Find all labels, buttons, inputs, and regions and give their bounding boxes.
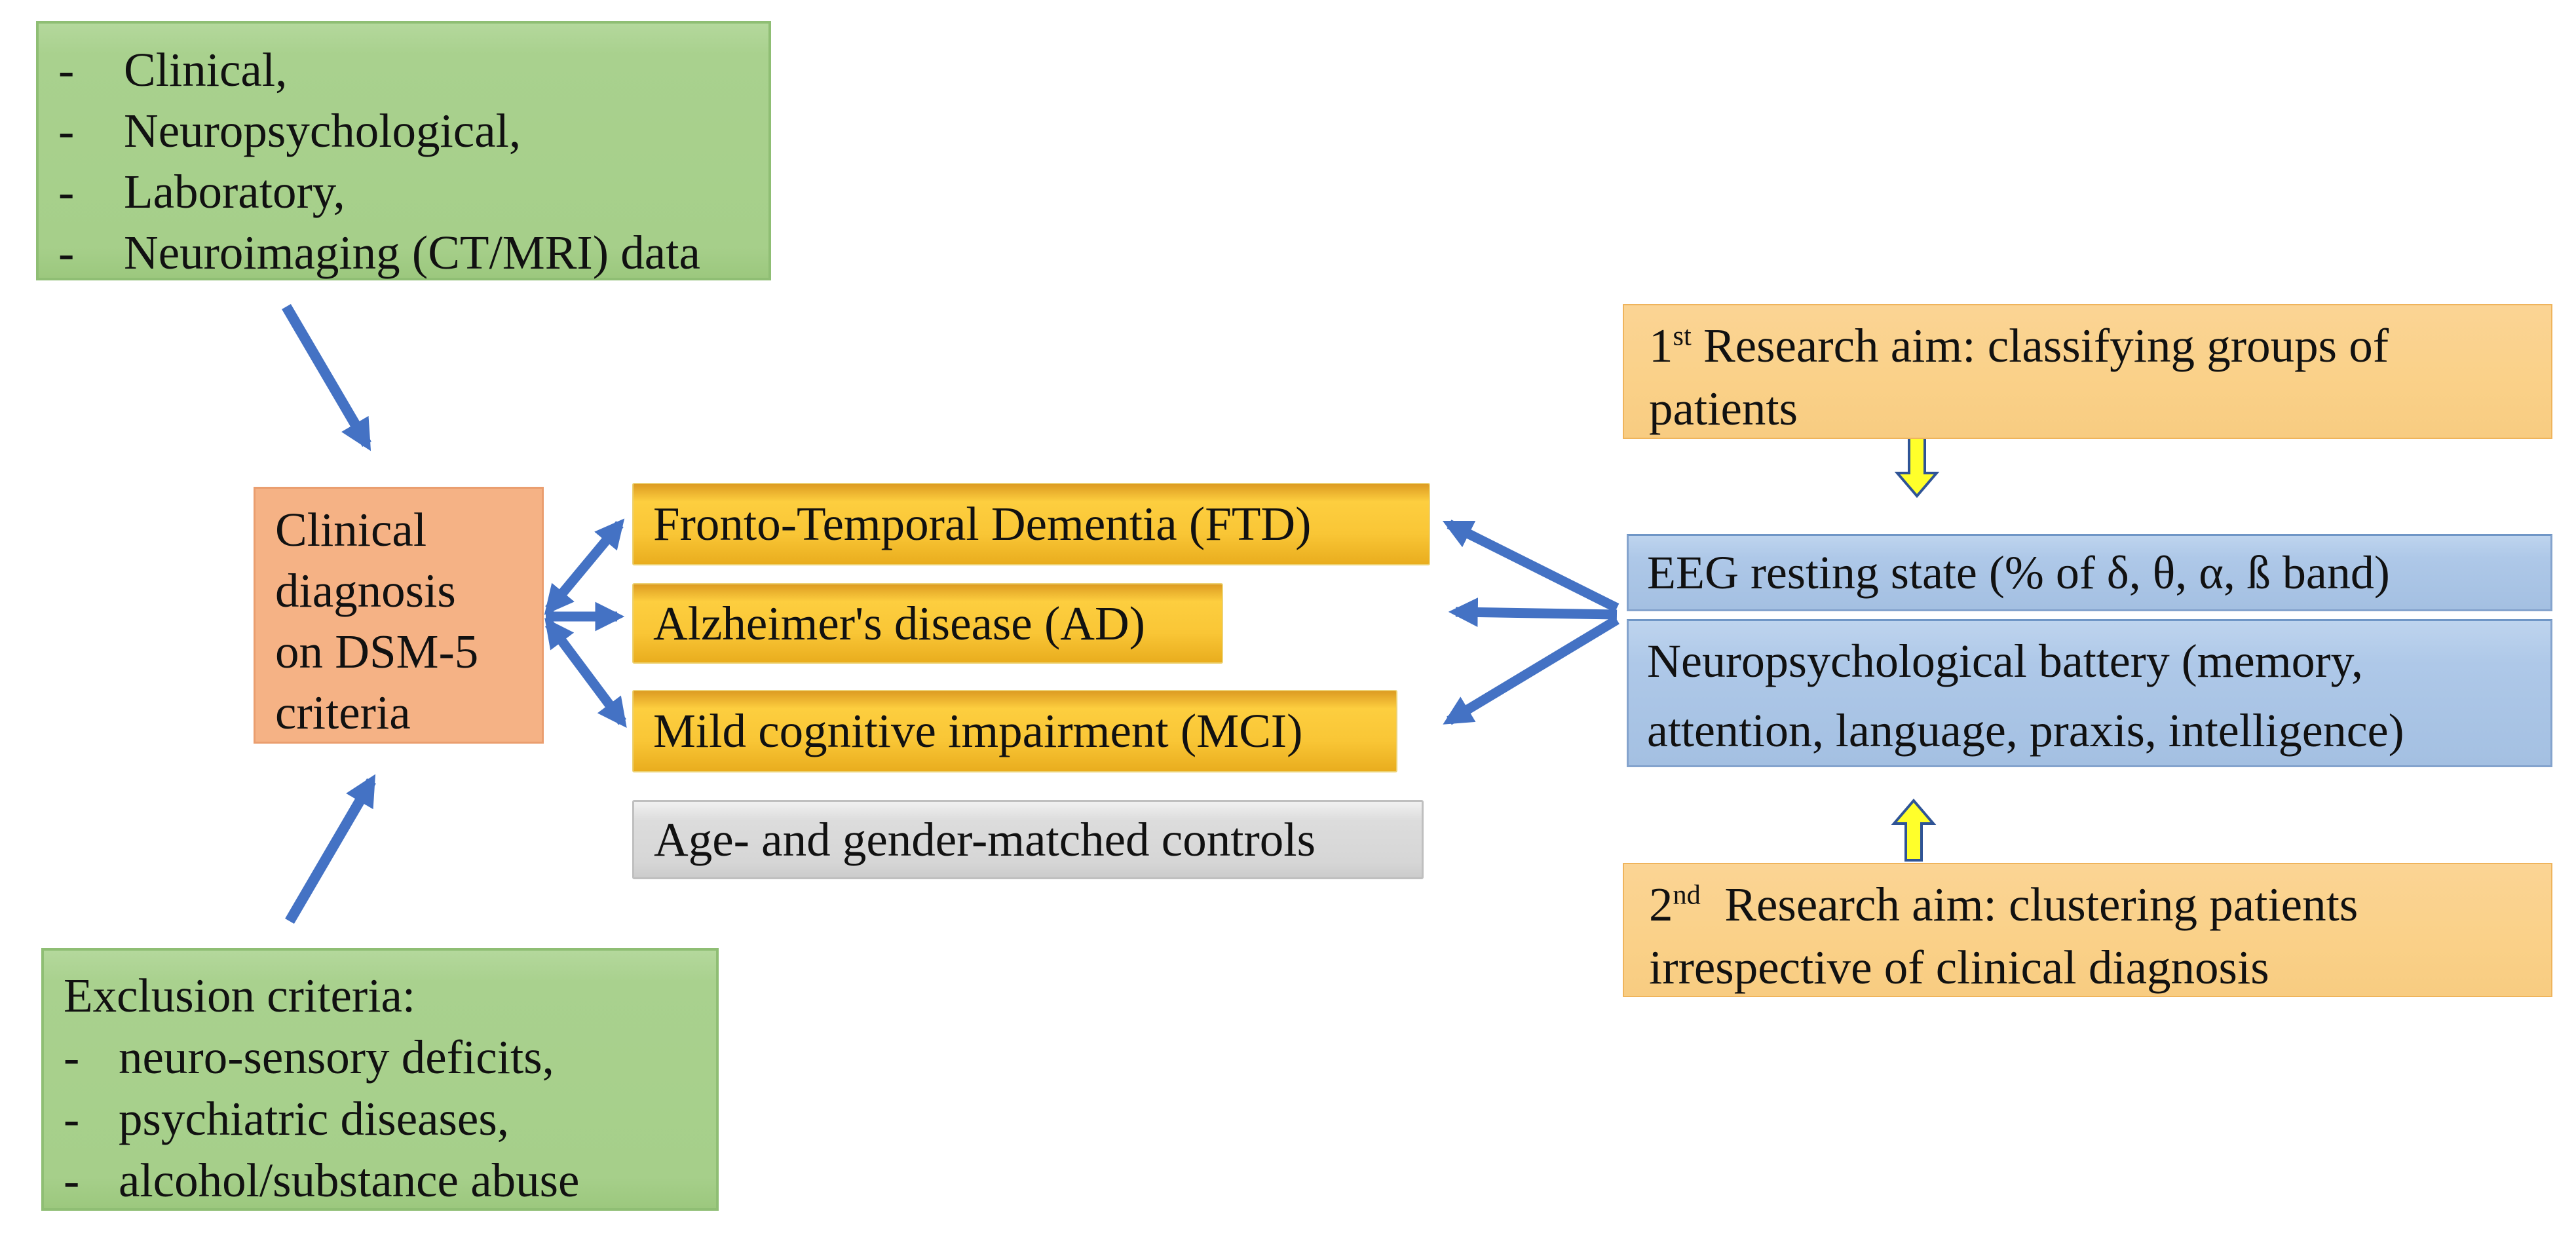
arrow-aim2-up [1891, 798, 1937, 862]
inclusion-line-text: Laboratory, [124, 165, 345, 218]
diagnosis-line: Clinical [275, 503, 427, 556]
aim1-text: Research aim: classifying groups of [1691, 319, 2389, 372]
group-box-ad-label: Alzheimer's disease (AD) [653, 596, 1145, 650]
eeg-box-label: EEG resting state (% of δ, θ, α, ß band) [1647, 546, 2390, 599]
arrow-diagnosis-mci [544, 617, 627, 729]
exclusion-line: - neuro-sensory deficits, [64, 1027, 710, 1088]
bullet-dash: - [58, 104, 75, 157]
bullet-dash: - [58, 226, 75, 279]
aim1-number: 1 [1649, 319, 1673, 372]
exclusion-line: - alcohol/substance abuse [64, 1150, 710, 1211]
bullet-dash: - [64, 1092, 80, 1145]
controls-box: Age- and gender-matched controls [632, 800, 1424, 879]
exclusion-criteria-box: Exclusion criteria: - neuro-sensory defi… [41, 948, 719, 1211]
neuropsych-battery-box: Neuropsychological battery (memory, atte… [1627, 619, 2552, 767]
controls-box-label: Age- and gender-matched controls [654, 812, 1316, 866]
diagnosis-line: diagnosis [275, 564, 456, 617]
inclusion-line-text: Neuropsychological, [124, 104, 521, 157]
inclusion-line: - Neuropsychological, [58, 100, 762, 161]
group-box-ftd: Fronto-Temporal Dementia (FTD) [632, 483, 1430, 565]
aim1-line1: 1st Research aim: classifying groups of [1649, 314, 2545, 377]
inclusion-data-box: - Clinical, - Neuropsychological, - Labo… [36, 21, 771, 280]
inclusion-line-text: Clinical, [124, 43, 288, 96]
inclusion-line: - Laboratory, [58, 161, 762, 222]
group-box-mci: Mild cognitive impairment (MCI) [632, 690, 1397, 772]
arrow-diagnosis-ftd [544, 518, 625, 615]
neuropsych-line2: attention, language, praxis, intelligenc… [1647, 704, 2404, 757]
eeg-box: EEG resting state (% of δ, θ, α, ß band) [1627, 534, 2552, 611]
neuropsych-line1: Neuropsychological battery (memory, [1647, 635, 2363, 687]
arrow-assessments-ftd [1442, 520, 1619, 613]
arrow-assessments-ad [1448, 598, 1618, 628]
bullet-dash: - [58, 43, 75, 96]
exclusion-title: Exclusion criteria: [64, 969, 416, 1022]
research-aim2-box: 2nd Research aim: clustering patients ir… [1623, 863, 2552, 997]
exclusion-line-text: alcohol/substance abuse [119, 1154, 580, 1207]
bullet-dash: - [64, 1154, 80, 1207]
exclusion-line: - psychiatric diseases, [64, 1088, 710, 1150]
aim2-text: Research aim: clustering patients [1700, 878, 2358, 931]
bullet-dash: - [58, 165, 75, 218]
aim2-number: 2 [1649, 878, 1673, 931]
arrow-assessments-mci [1443, 615, 1619, 725]
exclusion-line-text: psychiatric diseases, [119, 1092, 509, 1145]
group-box-mci-label: Mild cognitive impairment (MCI) [653, 704, 1303, 757]
inclusion-line-text: Neuroimaging (CT/MRI) data [124, 226, 700, 279]
aim2-line1: 2nd Research aim: clustering patients [1649, 873, 2545, 936]
diagnosis-line: on DSM-5 [275, 625, 479, 678]
arrow-inclusion-to-diagnosis [282, 303, 371, 451]
group-box-ftd-label: Fronto-Temporal Dementia (FTD) [653, 497, 1312, 550]
clinical-diagnosis-box: Clinical diagnosis on DSM-5 criteria [254, 487, 544, 744]
bullet-dash: - [64, 1031, 80, 1084]
research-aim1-box: 1st Research aim: classifying groups of … [1623, 304, 2552, 439]
aim1-ordinal: st [1673, 320, 1692, 352]
aim2-line2: irrespective of clinical diagnosis [1649, 941, 2269, 994]
aim1-line2: patients [1649, 382, 1798, 435]
inclusion-line: - Clinical, [58, 39, 762, 100]
group-box-ad: Alzheimer's disease (AD) [632, 583, 1223, 664]
aim2-ordinal: nd [1673, 879, 1701, 911]
arrow-exclusion-to-diagnosis [285, 774, 376, 924]
diagnosis-line: criteria [275, 686, 411, 739]
arrow-aim1-down [1894, 435, 1940, 499]
exclusion-line-text: neuro-sensory deficits, [119, 1031, 554, 1084]
inclusion-line: - Neuroimaging (CT/MRI) data [58, 222, 762, 283]
